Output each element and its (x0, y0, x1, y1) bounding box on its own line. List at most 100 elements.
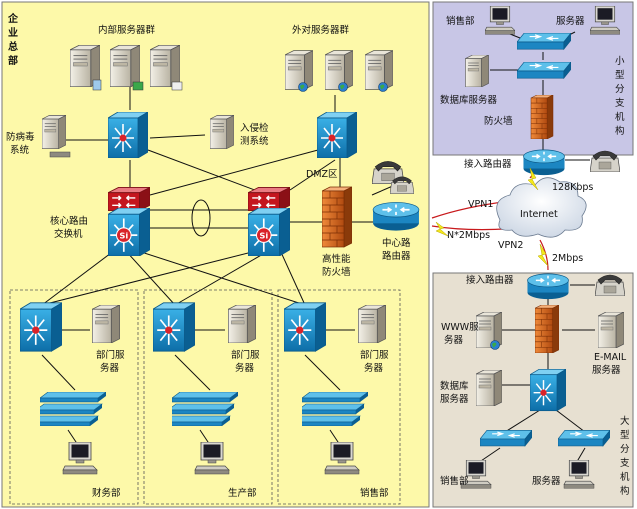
dept-server-label: 务器 (100, 362, 120, 374)
lightning-icon (537, 243, 549, 267)
hq-zone (1, 1, 430, 508)
small-branch-title-char: 型 (615, 70, 625, 81)
email-server-label: 服务器 (592, 364, 621, 376)
lightning-icon (435, 221, 449, 237)
large-branch-title-char: 分 (620, 444, 630, 455)
large-branch-firewall-icon (535, 305, 559, 353)
dept-box-sales (277, 289, 401, 505)
small-branch-server-label: 服务器 (556, 15, 585, 27)
antivirus-label: 防病毒 (6, 131, 35, 143)
external-server-group (285, 50, 393, 92)
core-switch-label: 核心路由 (50, 215, 88, 227)
dept-server-sales-icon (358, 305, 386, 343)
bandwidth-large-label: 2Mbps (552, 253, 583, 264)
large-branch-title-char: 构 (620, 485, 630, 497)
small-branch-db-server-icon (465, 55, 489, 87)
core-switch-right-icon (248, 208, 290, 256)
lightning-icon (527, 167, 539, 191)
bandwidth-small-label: 128Kbps (552, 182, 593, 193)
dept-switch-sales-icon (284, 301, 326, 353)
access-stack-sales-icon (302, 392, 368, 426)
core-switch-label: 交换机 (54, 228, 83, 240)
email-server-label: E-MAIL (594, 352, 627, 363)
dept-server-label: 务器 (235, 362, 255, 374)
center-router-label: 路由器 (382, 250, 411, 262)
small-branch-access-router-label: 接入路由器 (464, 158, 512, 170)
small-branch-sales-label: 销售部 (446, 15, 475, 27)
dmz-label: DMZ区 (306, 169, 338, 180)
dmz-switch-icon (317, 112, 357, 158)
www-server-label: 务器 (444, 334, 464, 346)
large-branch-access-router-label: 接入路由器 (466, 274, 514, 286)
small-branch-firewall-icon (530, 95, 554, 139)
small-branch-switch-mid-icon (517, 62, 571, 79)
dept-switch-finance-icon (20, 301, 62, 353)
small-branch-switch-top-icon (517, 33, 571, 50)
large-branch-core-switch-icon (530, 368, 566, 412)
internal-server-group (70, 45, 183, 91)
large-branch-title-char: 支 (620, 457, 630, 469)
dept-server-label: 务器 (364, 362, 384, 374)
internal-servers-label: 内部服务器群 (98, 24, 156, 36)
vpn1-label: VPN1 (468, 199, 493, 210)
hq-title-char: 企 (7, 12, 19, 25)
dept-server-production-icon (228, 305, 256, 343)
internal-server-switch-icon (108, 112, 148, 158)
dept-server-finance-icon (92, 305, 120, 343)
vpn2-label: VPN2 (498, 240, 523, 251)
hq-title-char: 总 (8, 40, 18, 53)
firewall-label: 高性能 (322, 253, 351, 265)
large-branch-sales-label: 销售部 (440, 475, 469, 487)
antivirus-label: 系统 (10, 144, 30, 156)
large-branch-title-char: 型 (620, 430, 630, 441)
hq-title-char: 部 (8, 54, 18, 67)
ids-label: 入侵检 (240, 122, 269, 134)
large-branch-db-server-label: 服务器 (440, 393, 469, 405)
bandwidth-hq-label: N*2Mbps (447, 230, 490, 241)
access-stack-production-icon (172, 392, 238, 426)
small-branch-db-server-label: 数据库服务器 (440, 94, 498, 106)
dept-label-finance: 财务部 (92, 487, 121, 499)
small-branch-firewall-label: 防火墙 (484, 115, 513, 127)
firewall-label: 防火墙 (322, 266, 351, 278)
external-servers-label: 外对服务器群 (292, 24, 350, 36)
hq-links (41, 87, 396, 446)
internet-cloud-icon (496, 177, 587, 238)
hq-title-char: 业 (8, 26, 18, 39)
large-branch-links (474, 284, 595, 466)
dept-box-production (143, 289, 273, 505)
large-branch-switch-left-icon (480, 430, 532, 447)
dept-server-label: 部门服 (96, 349, 125, 361)
antivirus-server-icon (42, 115, 71, 158)
large-branch-server-label: 服务器 (532, 475, 561, 487)
ids-label: 测系统 (240, 135, 269, 147)
core-router-top-left-icon (108, 187, 150, 211)
email-server-icon (598, 312, 624, 348)
dept-label-sales: 销售部 (360, 487, 389, 499)
large-branch-db-server-icon (476, 370, 502, 406)
access-stack-finance-icon (40, 392, 106, 426)
www-server-icon (476, 312, 502, 350)
www-server-label: WWW服 (441, 322, 479, 333)
center-router-label: 中心路 (382, 237, 411, 249)
core-router-top-right-icon (248, 187, 290, 211)
dept-server-label: 部门服 (231, 349, 260, 361)
internet-label: Internet (520, 209, 558, 220)
core-switch-left-icon (108, 208, 150, 256)
dept-box-finance (9, 289, 139, 505)
small-branch-title-char: 机 (615, 111, 625, 123)
dept-switch-production-icon (153, 301, 195, 353)
hq-firewall-icon (322, 186, 352, 248)
center-router-icon (372, 201, 420, 232)
small-branch-title-char: 分 (615, 84, 625, 95)
dept-server-label: 部门服 (360, 349, 389, 361)
small-branch-title-char: 构 (615, 125, 625, 137)
large-branch-title-char: 大 (620, 415, 630, 427)
small-branch-router-icon (522, 149, 566, 176)
large-branch-router-icon (526, 273, 570, 300)
ids-server-icon (210, 115, 234, 149)
dept-label-production: 生产部 (228, 487, 257, 499)
large-branch-db-server-label: 数据库 (440, 380, 469, 392)
large-branch-switch-right-icon (558, 430, 610, 447)
